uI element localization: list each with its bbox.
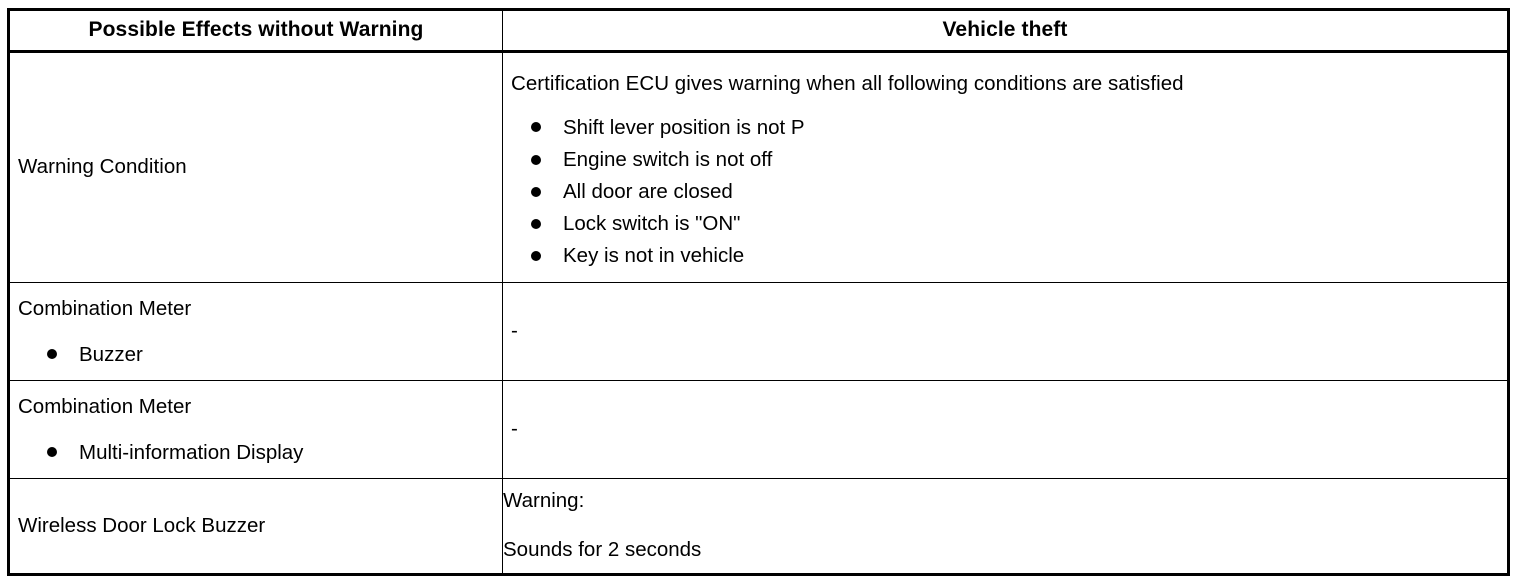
bullet-icon xyxy=(531,122,541,133)
column-header-vehicle-theft-label: Vehicle theft xyxy=(942,18,1068,42)
list-item-label: All door are closed xyxy=(563,179,733,203)
list-item-label: Lock switch is "ON" xyxy=(563,211,741,235)
warning-condition-label: Warning Condition xyxy=(18,155,187,179)
list-item: Engine switch is not off xyxy=(531,148,1507,172)
column-header-possible-effects-label: Possible Effects without Warning xyxy=(88,18,424,42)
cell-combination-meter-display-label: Combination Meter Multi-information Disp… xyxy=(8,380,503,479)
list-item: All door are closed xyxy=(531,180,1507,204)
table-header: Possible Effects without Warning Vehicle… xyxy=(8,9,1509,53)
list-item: Lock switch is "ON" xyxy=(531,212,1507,236)
list-item: Shift lever position is not P xyxy=(531,116,1507,140)
bullet-icon xyxy=(531,154,541,165)
warning-effects-table: Possible Effects without Warning Vehicle… xyxy=(7,8,1510,576)
cell-combination-meter-buzzer-label: Combination Meter Buzzer xyxy=(8,282,503,381)
wireless-buzzer-duration-text: Sounds for 2 seconds xyxy=(503,538,702,561)
combination-meter-subitem-label: Multi-information Display xyxy=(79,440,304,464)
cell-warning-condition-value: Certification ECU gives warning when all… xyxy=(502,51,1509,283)
wireless-door-lock-buzzer-label: Wireless Door Lock Buzzer xyxy=(18,513,266,537)
combination-meter-title: Combination Meter xyxy=(18,394,192,418)
cell-combination-meter-buzzer-value: - xyxy=(502,282,1509,381)
bullet-icon xyxy=(531,186,541,197)
table-row-combination-meter-display: Combination Meter Multi-information Disp… xyxy=(8,380,1509,479)
list-item-label: Shift lever position is not P xyxy=(563,115,805,139)
table-row-combination-meter-buzzer: Combination Meter Buzzer - xyxy=(8,282,1509,381)
table-row-wireless-door-lock-buzzer: Wireless Door Lock Buzzer Warning: Sound… xyxy=(8,478,1509,575)
table-header-row: Possible Effects without Warning Vehicle… xyxy=(8,9,1509,53)
combination-meter-buzzer-value: - xyxy=(511,319,518,343)
combination-meter-buzzer-stack: Combination Meter Buzzer xyxy=(10,291,502,372)
table-body: Warning Condition Certification ECU give… xyxy=(8,51,1509,575)
combination-meter-subitem: Multi-information Display xyxy=(18,441,502,465)
combination-meter-display-stack: Combination Meter Multi-information Disp… xyxy=(10,389,502,470)
cell-warning-condition-label: Warning Condition xyxy=(8,51,503,283)
combination-meter-subitem: Buzzer xyxy=(18,343,502,367)
column-header-possible-effects: Possible Effects without Warning xyxy=(8,9,503,53)
warning-condition-list: Shift lever position is not P Engine swi… xyxy=(503,116,1507,268)
combination-meter-title: Combination Meter xyxy=(18,296,192,320)
bullet-icon xyxy=(47,349,57,360)
cell-wireless-door-lock-buzzer-label: Wireless Door Lock Buzzer xyxy=(8,478,503,575)
table-row-warning-condition: Warning Condition Certification ECU give… xyxy=(8,51,1509,283)
bullet-icon xyxy=(47,447,57,458)
combination-meter-display-value: - xyxy=(511,417,518,441)
wireless-buzzer-warning-label: Warning: xyxy=(503,489,585,513)
warning-condition-intro: Certification ECU gives warning when all… xyxy=(511,72,1184,96)
combination-meter-subitem-label: Buzzer xyxy=(79,342,143,366)
column-header-vehicle-theft: Vehicle theft xyxy=(502,9,1509,53)
list-item-label: Key is not in vehicle xyxy=(563,243,745,267)
list-item-label: Engine switch is not off xyxy=(563,147,773,171)
bullet-icon xyxy=(531,218,541,229)
cell-combination-meter-display-value: - xyxy=(502,380,1509,479)
bullet-icon xyxy=(531,250,541,261)
list-item: Key is not in vehicle xyxy=(531,244,1507,268)
cell-wireless-door-lock-buzzer-value: Warning: Sounds for 2 seconds xyxy=(502,478,1509,575)
